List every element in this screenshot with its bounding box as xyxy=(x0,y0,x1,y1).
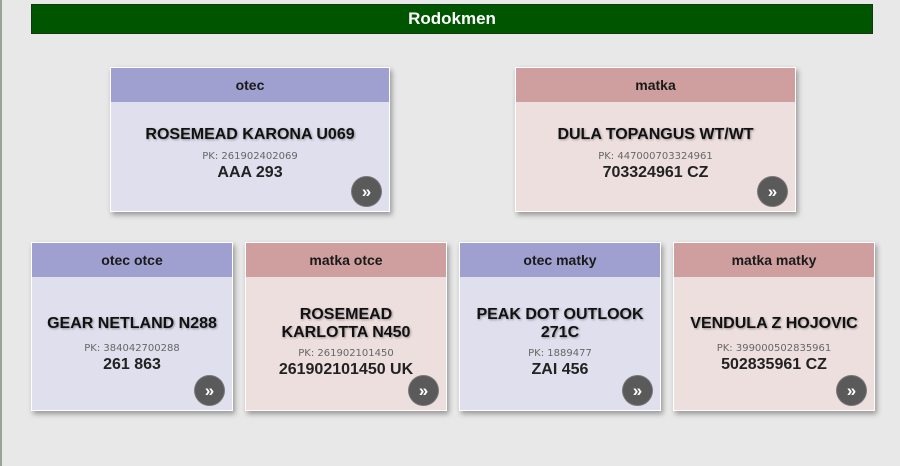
card-body: GEAR NETLAND N288 PK: 384042700288 261 8… xyxy=(32,315,232,374)
double-chevron-right-icon: » xyxy=(632,380,643,400)
animal-name: VENDULA Z HOJOVIC xyxy=(690,315,858,332)
page-title-banner: Rodokmen xyxy=(31,4,873,34)
animal-name: GEAR NETLAND N288 xyxy=(47,315,217,332)
animal-registration: 261 863 xyxy=(103,356,161,373)
card-father[interactable]: otec ROSEMEAD KARONA U069 PK: 2619024020… xyxy=(110,67,390,212)
animal-pk: PK: 261902101450 xyxy=(298,348,394,359)
card-role-label: matka otce xyxy=(246,243,446,277)
double-chevron-right-icon: » xyxy=(846,380,857,400)
card-mother-father[interactable]: otec matky PEAK DOT OUTLOOK 271C PK: 188… xyxy=(459,242,661,411)
animal-name-line-1: ROSEMEAD xyxy=(299,306,393,323)
animal-name: ROSEMEAD KARONA U069 xyxy=(145,126,355,143)
animal-registration: 703324961 CZ xyxy=(602,164,709,181)
card-role-label: otec xyxy=(111,68,389,102)
card-mother[interactable]: matka DULA TOPANGUS WT/WT PK: 4470007033… xyxy=(515,67,796,212)
card-mother-mother[interactable]: matka matky VENDULA Z HOJOVIC PK: 399000… xyxy=(673,242,875,411)
detail-button[interactable]: » xyxy=(623,376,652,405)
double-chevron-right-icon: » xyxy=(418,380,429,400)
detail-button[interactable]: » xyxy=(352,177,381,206)
card-role-label: matka matky xyxy=(674,243,874,277)
detail-button[interactable]: » xyxy=(758,177,787,206)
animal-name-line-1: PEAK DOT OUTLOOK xyxy=(476,306,644,323)
animal-registration: 261902101450 UK xyxy=(278,361,414,378)
animal-registration: ZAI 456 xyxy=(531,361,589,378)
card-body: ROSEMEAD KARONA U069 PK: 261902402069 AA… xyxy=(111,126,389,182)
detail-button[interactable]: » xyxy=(409,376,438,405)
animal-name-line-2: KARLOTTA N450 xyxy=(281,324,411,341)
animal-pk: PK: 1889477 xyxy=(528,348,592,359)
card-role-label: otec matky xyxy=(460,243,660,277)
animal-registration: AAA 293 xyxy=(217,164,283,181)
double-chevron-right-icon: » xyxy=(361,181,372,201)
card-role-label: matka xyxy=(516,68,795,102)
card-body: DULA TOPANGUS WT/WT PK: 447000703324961 … xyxy=(516,126,795,182)
card-body: PEAK DOT OUTLOOK 271C PK: 1889477 ZAI 45… xyxy=(460,306,660,379)
left-border xyxy=(0,0,2,466)
card-role-label: otec otce xyxy=(32,243,232,277)
detail-button[interactable]: » xyxy=(837,376,866,405)
double-chevron-right-icon: » xyxy=(204,380,215,400)
animal-pk: PK: 399000502835961 xyxy=(716,343,832,354)
animal-name: ROSEMEAD KARLOTTA N450 xyxy=(246,306,446,342)
page-title: Rodokmen xyxy=(408,9,496,28)
animal-name: PEAK DOT OUTLOOK 271C xyxy=(460,306,660,342)
animal-name-line-2: 271C xyxy=(540,324,580,341)
card-father-father[interactable]: otec otce GEAR NETLAND N288 PK: 38404270… xyxy=(31,242,233,411)
card-body: ROSEMEAD KARLOTTA N450 PK: 261902101450 … xyxy=(246,306,446,379)
card-body: VENDULA Z HOJOVIC PK: 399000502835961 50… xyxy=(674,315,874,374)
double-chevron-right-icon: » xyxy=(767,181,778,201)
animal-name: DULA TOPANGUS WT/WT xyxy=(557,126,754,143)
animal-registration: 502835961 CZ xyxy=(721,356,827,373)
animal-pk: PK: 261902402069 xyxy=(202,151,298,162)
animal-pk: PK: 384042700288 xyxy=(84,343,180,354)
detail-button[interactable]: » xyxy=(195,376,224,405)
animal-pk: PK: 447000703324961 xyxy=(598,151,713,162)
card-father-mother[interactable]: matka otce ROSEMEAD KARLOTTA N450 PK: 26… xyxy=(245,242,447,411)
